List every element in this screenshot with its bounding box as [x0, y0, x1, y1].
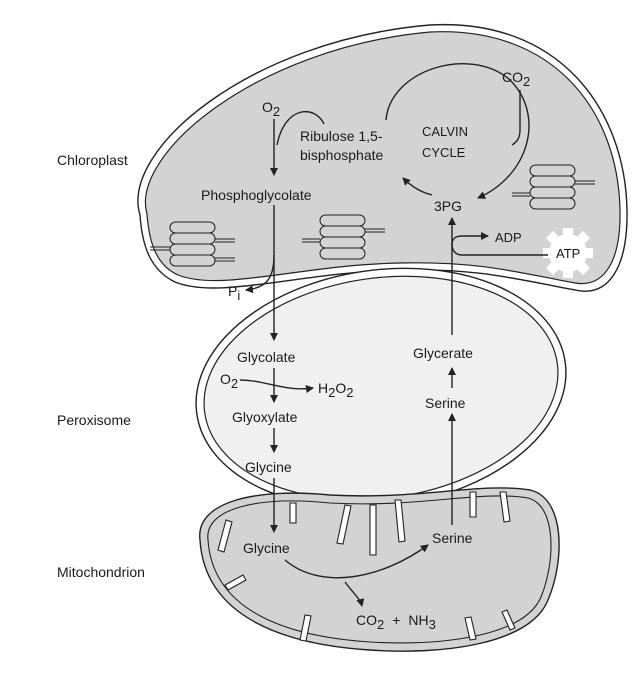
- thylakoid-stack: [302, 214, 385, 260]
- rubp-label-line2: bisphosphate: [300, 147, 384, 163]
- glyoxylate-label: Glyoxylate: [232, 409, 298, 425]
- perox-o2-label: O2: [220, 371, 238, 391]
- adp-label: ADP: [495, 230, 522, 245]
- thylakoid-stack: [150, 221, 235, 267]
- mito-serine-label: Serine: [432, 530, 473, 546]
- h2o2-label: H2O2: [318, 380, 353, 400]
- glycerate-label: Glycerate: [413, 345, 473, 361]
- mito-glycine-label: Glycine: [243, 540, 290, 556]
- peroxisome: [195, 267, 567, 509]
- calvin-label-line1: CALVIN: [422, 124, 468, 139]
- co2-nh3-label: CO2+NH3: [356, 612, 436, 632]
- peroxisome-label: Peroxisome: [57, 412, 131, 428]
- chloroplast-label: Chloroplast: [57, 152, 128, 168]
- mitochondrion: [199, 487, 560, 652]
- o2-label: O2: [262, 99, 280, 119]
- thylakoid-stack: [512, 164, 595, 210]
- 3pg-label: 3PG: [434, 198, 462, 214]
- atp-gear-icon: [543, 228, 593, 278]
- pi-label: Pi: [228, 283, 240, 303]
- chloroplast: [137, 24, 628, 292]
- rubp-label-line1: Ribulose 1,5-: [300, 128, 383, 144]
- mitochondrion-label: Mitochondrion: [57, 564, 145, 580]
- calvin-label-line2: CYCLE: [422, 145, 466, 160]
- pathway-arrows: [239, 63, 548, 607]
- perox-glycine-label: Glycine: [245, 459, 292, 475]
- perox-serine-label: Serine: [425, 395, 466, 411]
- glycolate-label: Glycolate: [237, 349, 296, 365]
- cristae: [217, 491, 516, 642]
- atp-label: ATP: [556, 246, 580, 261]
- phosphoglycolate-label: Phosphoglycolate: [201, 187, 312, 203]
- co2-label: CO2: [502, 69, 530, 89]
